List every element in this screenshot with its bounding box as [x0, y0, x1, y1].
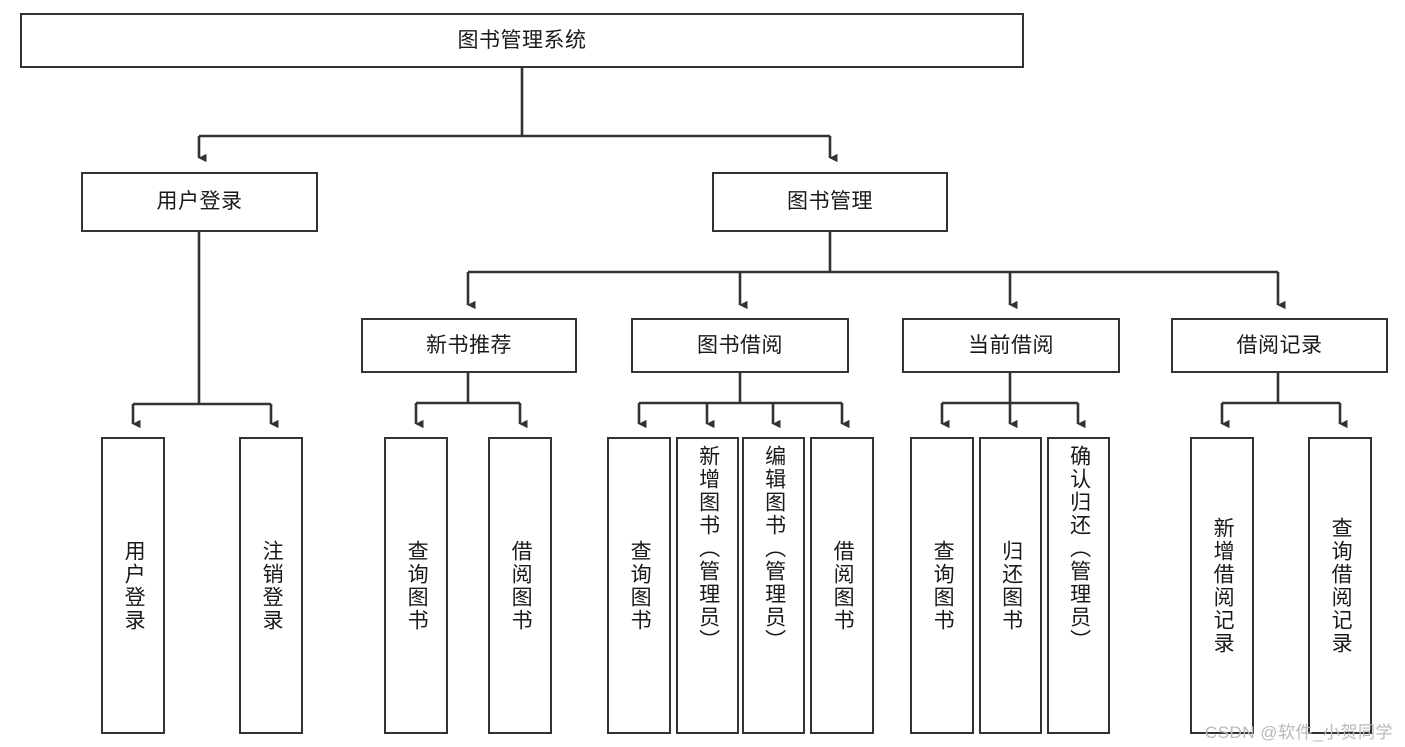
node-leaf-edit-book-admin-label: 编辑图书（管理员） [762, 445, 786, 652]
node-current-borrow-label: 当前借阅 [968, 333, 1054, 357]
node-new-book-recommend[interactable]: 新书推荐 [361, 318, 577, 373]
node-leaf-logout-label: 注销登录 [260, 539, 284, 632]
node-leaf-edit-book-admin[interactable]: 编辑图书（管理员） [742, 437, 805, 734]
node-leaf-confirm-return-admin[interactable]: 确认归还（管理员） [1047, 437, 1110, 734]
node-root[interactable]: 图书管理系统 [20, 13, 1024, 68]
node-user-login-label: 用户登录 [156, 190, 243, 214]
node-book-management[interactable]: 图书管理 [712, 172, 948, 232]
node-book-management-label: 图书管理 [787, 190, 873, 214]
node-leaf-return-book-label: 归还图书 [999, 539, 1023, 632]
node-leaf-query-book-current-label: 查询图书 [931, 539, 955, 632]
node-leaf-user-login[interactable]: 用户登录 [101, 437, 165, 734]
node-leaf-add-book-admin[interactable]: 新增图书（管理员） [676, 437, 739, 734]
node-leaf-query-borrow-record[interactable]: 查询借阅记录 [1308, 437, 1372, 734]
node-leaf-borrow-book-label: 借阅图书 [831, 539, 855, 632]
node-leaf-query-book-current[interactable]: 查询图书 [910, 437, 974, 734]
node-leaf-query-book-borrow[interactable]: 查询图书 [607, 437, 671, 734]
node-leaf-add-borrow-record-label: 新增借阅记录 [1211, 516, 1235, 655]
node-borrow-records[interactable]: 借阅记录 [1171, 318, 1388, 373]
node-leaf-query-book-recommend[interactable]: 查询图书 [384, 437, 448, 734]
node-current-borrow[interactable]: 当前借阅 [902, 318, 1120, 373]
node-root-label: 图书管理系统 [457, 28, 587, 52]
node-book-borrow[interactable]: 图书借阅 [631, 318, 849, 373]
node-leaf-borrow-book[interactable]: 借阅图书 [810, 437, 874, 734]
node-leaf-return-book[interactable]: 归还图书 [979, 437, 1042, 734]
node-new-book-recommend-label: 新书推荐 [426, 333, 512, 357]
node-user-login[interactable]: 用户登录 [81, 172, 318, 232]
node-leaf-borrow-book-recommend[interactable]: 借阅图书 [488, 437, 552, 734]
node-leaf-add-book-admin-label: 新增图书（管理员） [696, 445, 720, 652]
node-leaf-query-book-borrow-label: 查询图书 [628, 539, 652, 632]
node-leaf-query-borrow-record-label: 查询借阅记录 [1329, 516, 1353, 655]
node-borrow-records-label: 借阅记录 [1236, 333, 1323, 357]
node-leaf-user-login-label: 用户登录 [122, 539, 146, 632]
node-leaf-add-borrow-record[interactable]: 新增借阅记录 [1190, 437, 1254, 734]
node-leaf-borrow-book-recommend-label: 借阅图书 [509, 539, 533, 632]
node-leaf-logout[interactable]: 注销登录 [239, 437, 303, 734]
node-book-borrow-label: 图书借阅 [697, 333, 783, 357]
node-leaf-query-book-recommend-label: 查询图书 [405, 539, 429, 632]
node-leaf-confirm-return-admin-label: 确认归还（管理员） [1067, 445, 1091, 652]
